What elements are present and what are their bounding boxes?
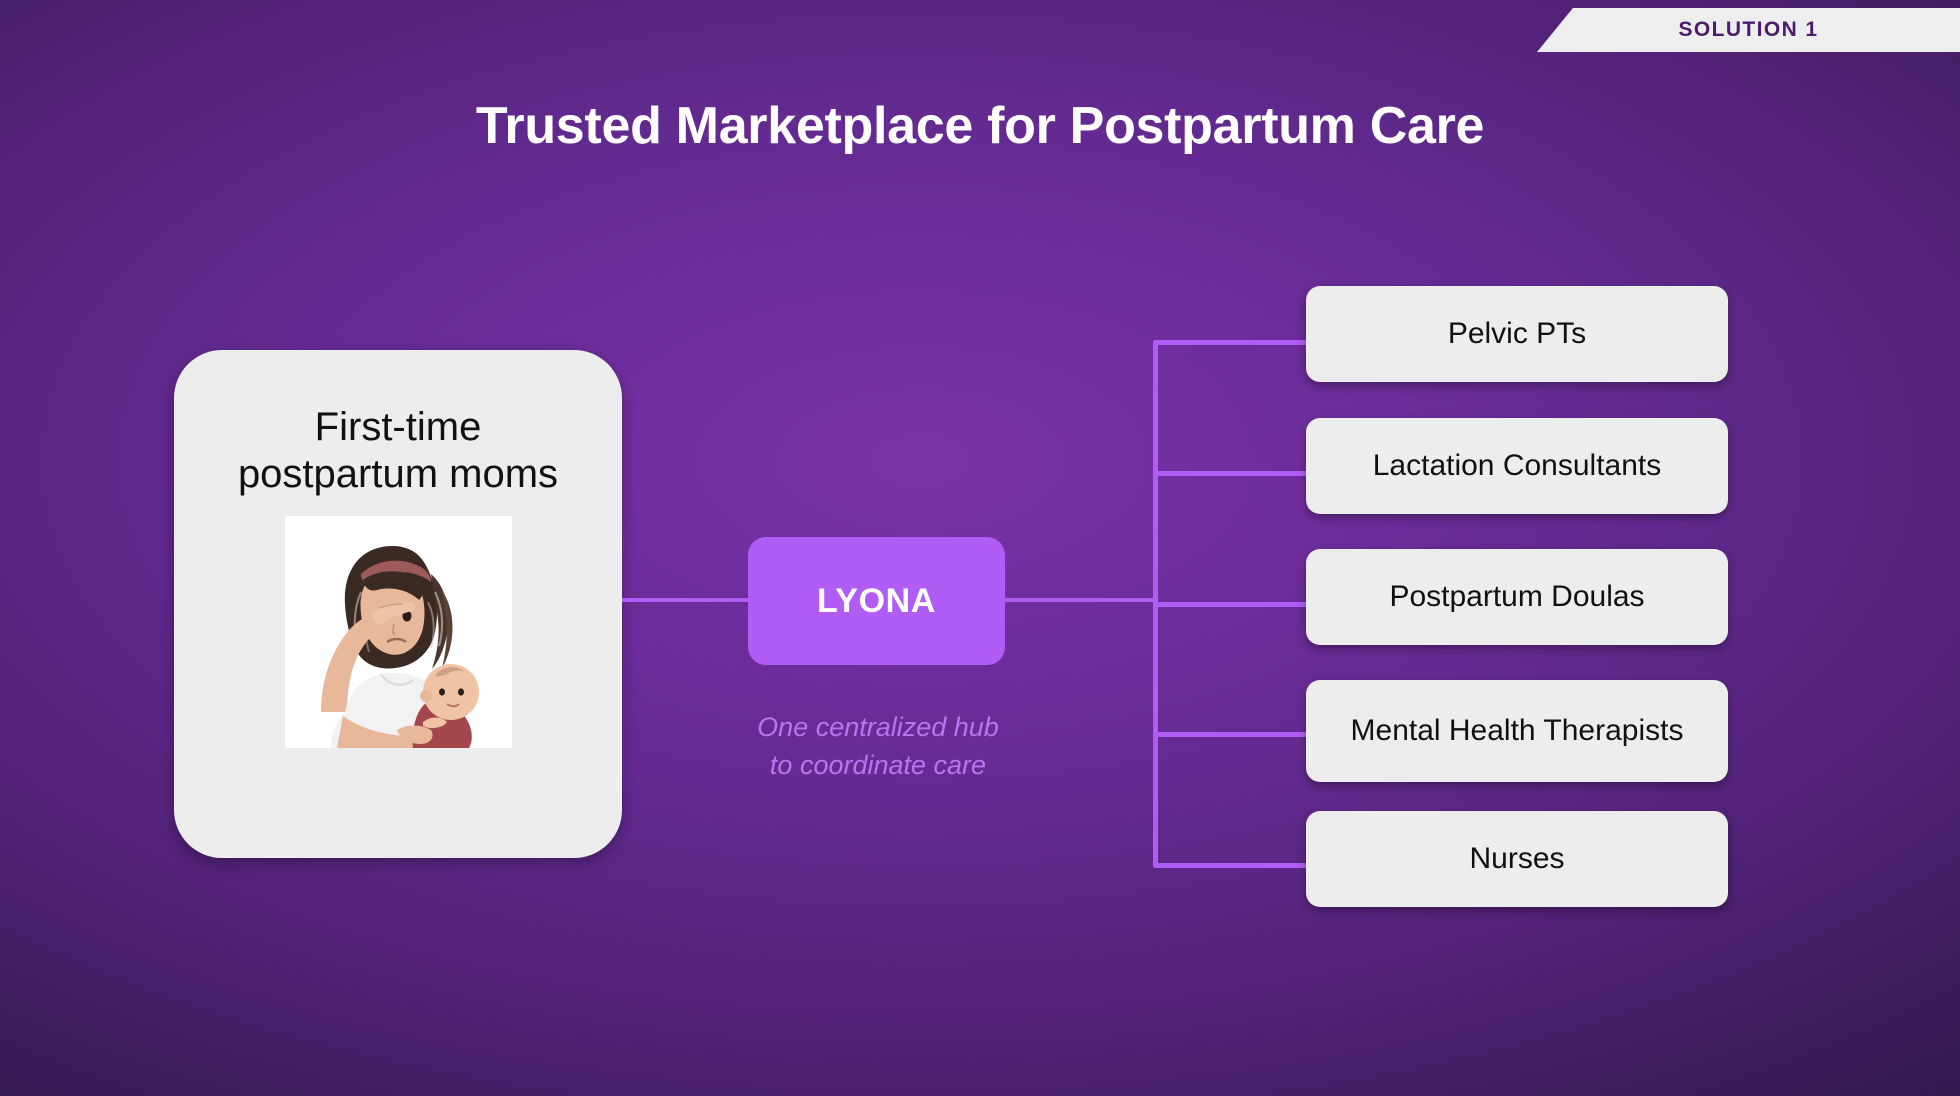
provider-card-label: Nurses [1469, 841, 1565, 875]
hub-label: LYONA [817, 581, 936, 620]
bracket-branch-3 [1153, 602, 1311, 607]
hub-subtitle: One centralized hub to coordinate care [678, 708, 1078, 785]
solution-banner: SOLUTION 1 [1537, 8, 1960, 52]
provider-card-label: Lactation Consultants [1372, 448, 1662, 482]
bracket-branch-2 [1153, 471, 1311, 476]
provider-card-lactation-consultants: Lactation Consultants [1306, 418, 1728, 514]
provider-card-nurses: Nurses [1306, 811, 1728, 907]
hub-subtitle-line2: to coordinate care [769, 750, 987, 781]
provider-card-label: Pelvic PTs [1447, 316, 1587, 350]
page-title: Trusted Marketplace for Postpartum Care [475, 97, 1485, 155]
bracket-branch-4 [1153, 732, 1311, 737]
provider-card-pelvic-pts: Pelvic PTs [1306, 286, 1728, 382]
provider-card-postpartum-doulas: Postpartum Doulas [1306, 549, 1728, 645]
provider-card-label: Postpartum Doulas [1389, 579, 1645, 613]
hub-subtitle-line1: One centralized hub [757, 712, 999, 742]
connector-persona-to-hub [622, 598, 748, 602]
bracket-branch-5 [1153, 863, 1311, 868]
persona-card-label: First-time postpartum moms [237, 405, 559, 497]
bracket-branch-1 [1153, 340, 1311, 345]
provider-card-label: Mental Health Therapists [1350, 713, 1684, 747]
solution-banner-label: SOLUTION 1 [1678, 18, 1819, 41]
provider-card-mental-health-therapists: Mental Health Therapists [1306, 680, 1728, 782]
tired-mother-holding-baby-icon [284, 516, 512, 749]
hub-node-lyona: LYONA [748, 537, 1005, 665]
persona-card: First-time postpartum moms [174, 350, 622, 858]
provider-bracket [1153, 340, 1311, 868]
connector-hub-to-bracket [1005, 598, 1157, 602]
